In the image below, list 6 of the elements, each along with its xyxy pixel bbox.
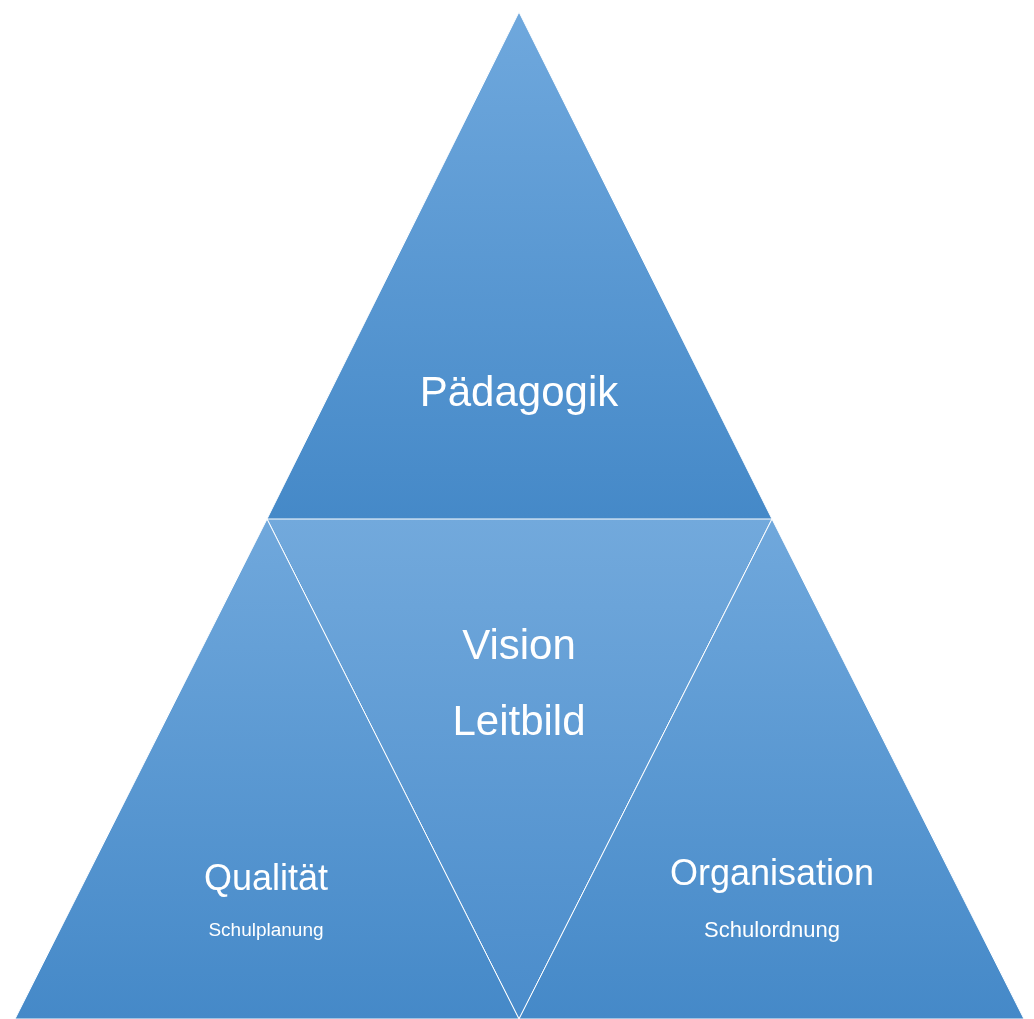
heading-text: Vision Leitbild bbox=[451, 620, 587, 746]
subtitle-text: Schulordnung bbox=[704, 917, 840, 943]
heading-text: Organisation bbox=[669, 852, 875, 894]
subtitle-text: Schulplanung bbox=[208, 919, 324, 941]
heading-text: Qualität bbox=[203, 857, 329, 899]
heading-text: Pädagogik bbox=[419, 368, 619, 416]
